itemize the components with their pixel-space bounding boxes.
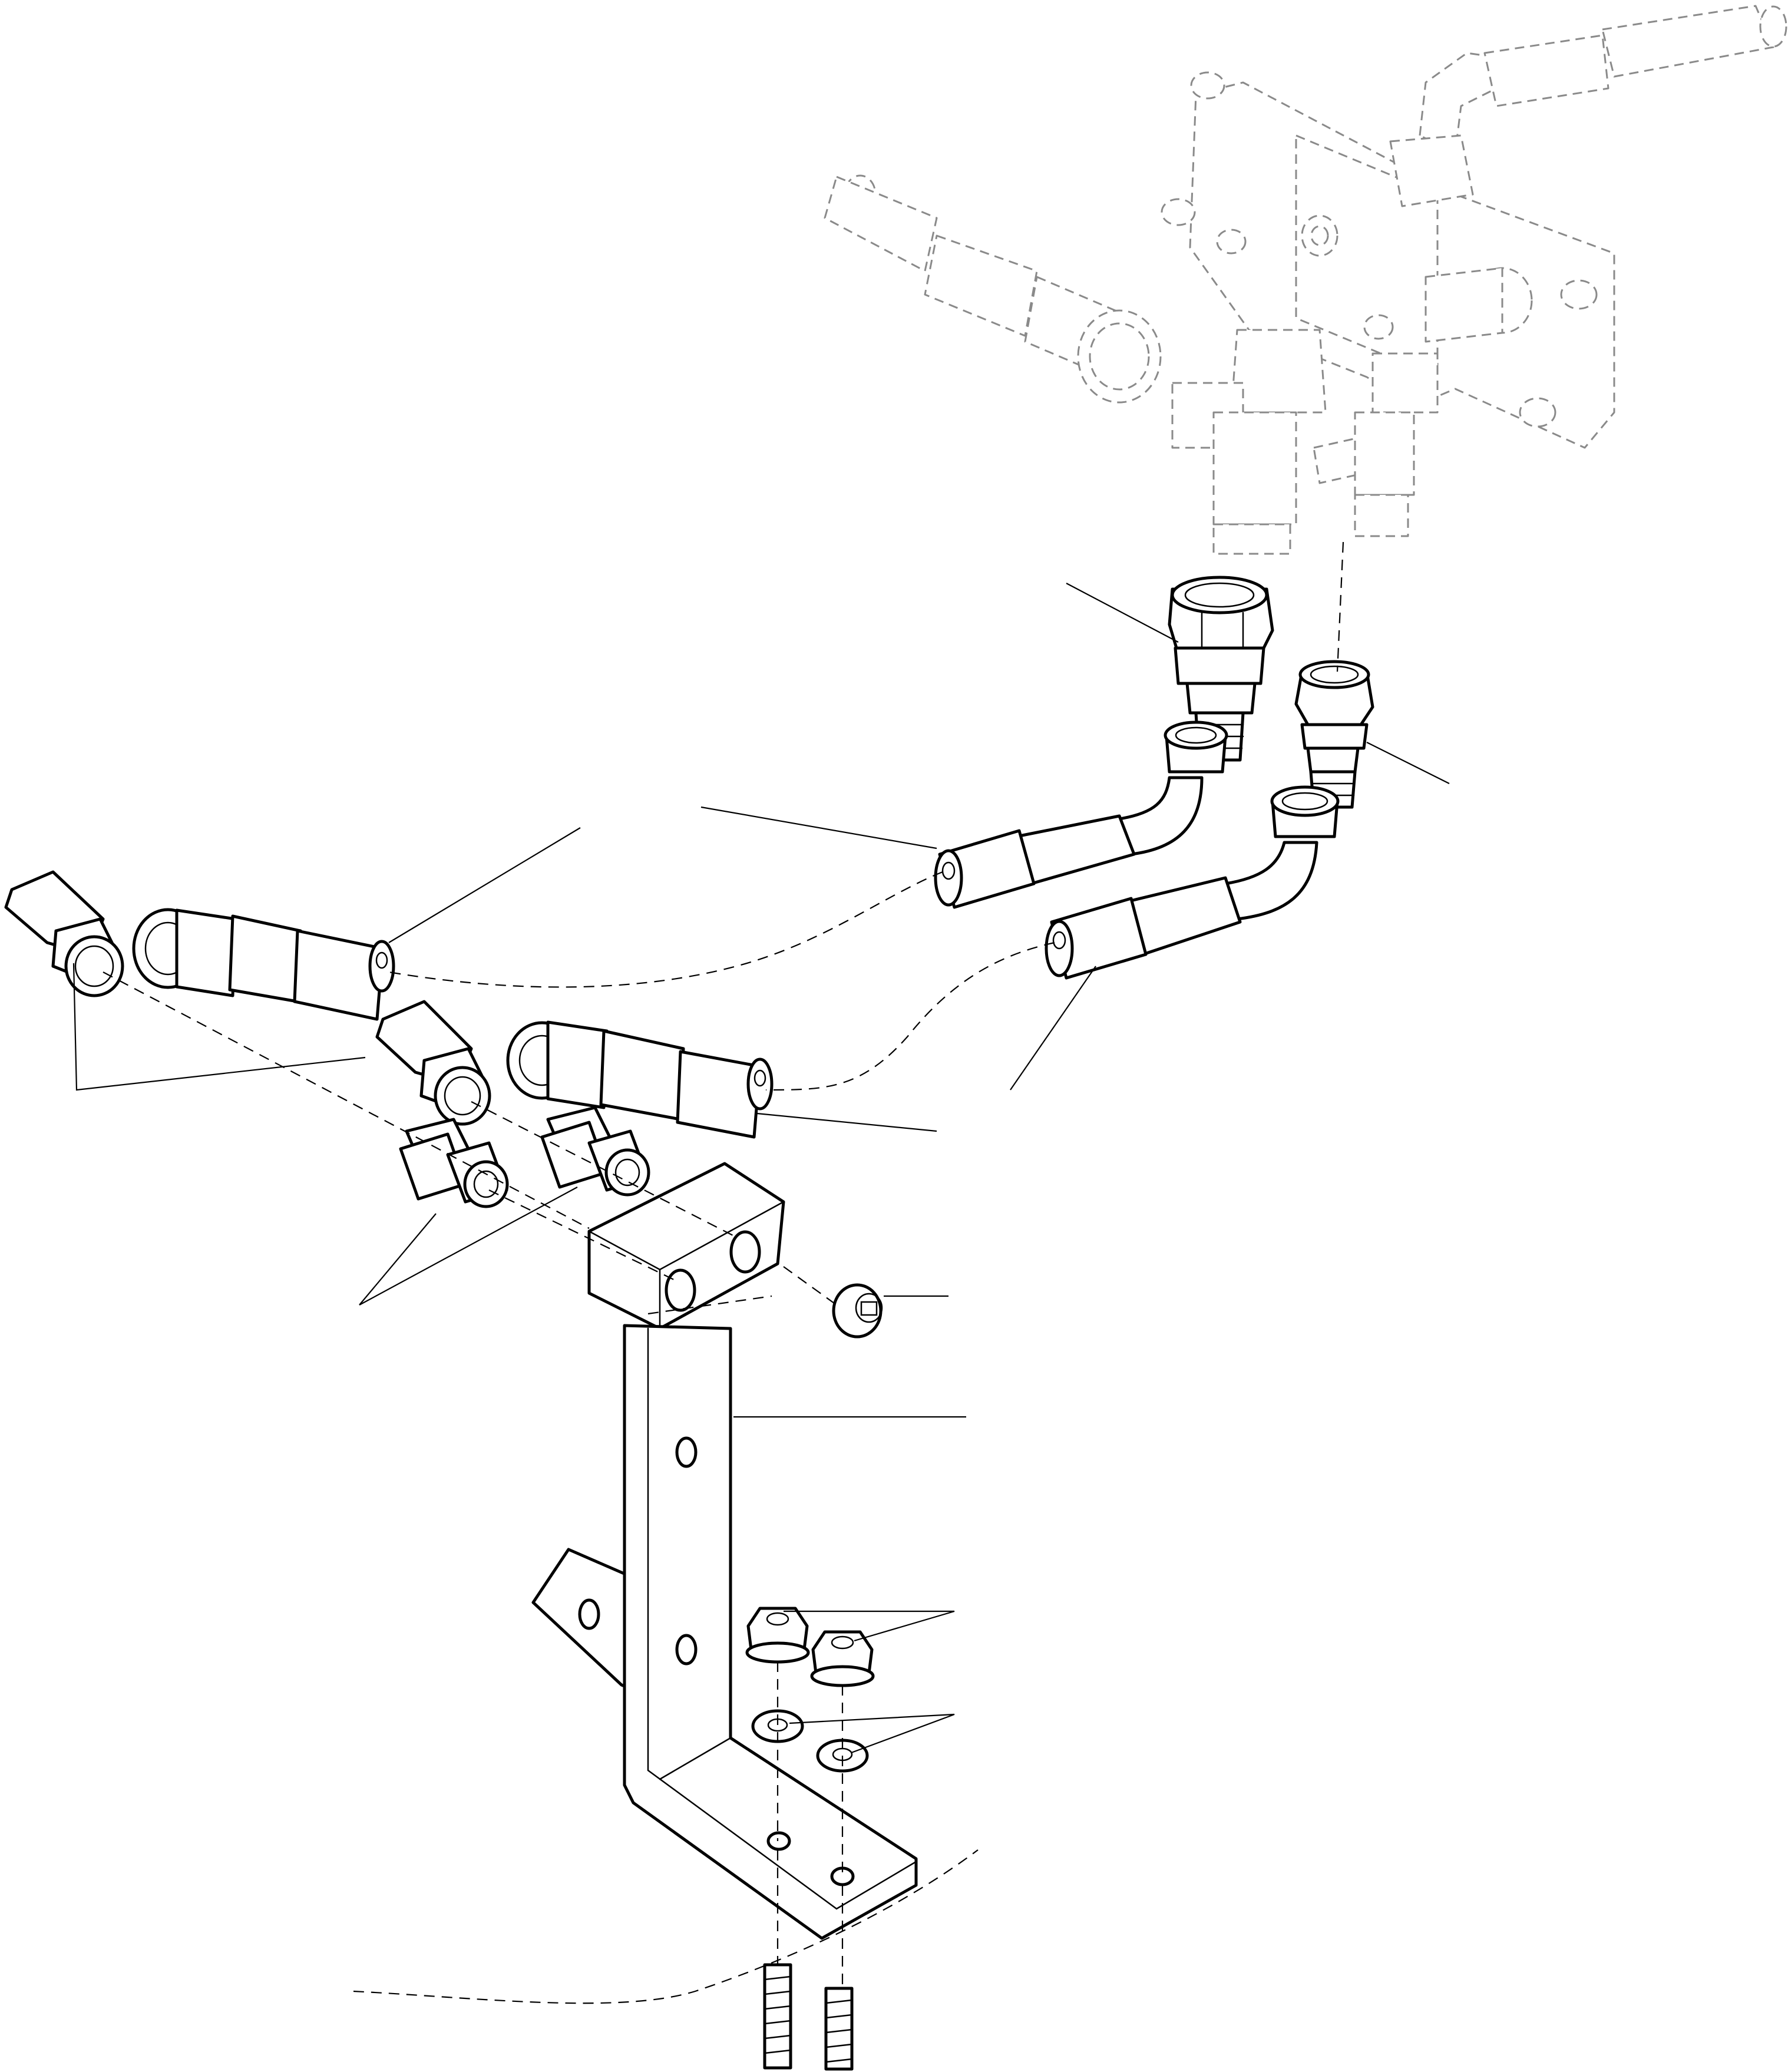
flange-nut-1: [745, 1607, 810, 1664]
stud-2: [824, 1987, 854, 2071]
flange-nut-2: [810, 1630, 875, 1687]
clamp-block: [587, 1162, 785, 1330]
hose-upper: [934, 721, 1228, 909]
hose-left-upper: [132, 908, 395, 1021]
phantom-hose: [824, 174, 1162, 404]
elbow-fitting-middle: [375, 1000, 491, 1126]
straight-union-right: [540, 1106, 650, 1197]
valve-block: [1161, 5, 1787, 555]
plug: [832, 1283, 883, 1339]
assembly-lines: [103, 541, 1344, 2004]
elbow-fitting-left: [4, 870, 124, 997]
adapter-fitting-small: [1294, 660, 1374, 809]
hose-lower: [1045, 785, 1340, 980]
adapter-fitting-large: [1168, 576, 1274, 762]
l-bracket: [623, 1324, 918, 1940]
callout-leaders: [72, 583, 1450, 1754]
stud-1: [763, 1963, 792, 2070]
mount-tab: [531, 1548, 638, 1693]
hose-left-lower: [506, 1020, 774, 1139]
straight-union-left: [399, 1118, 509, 1208]
